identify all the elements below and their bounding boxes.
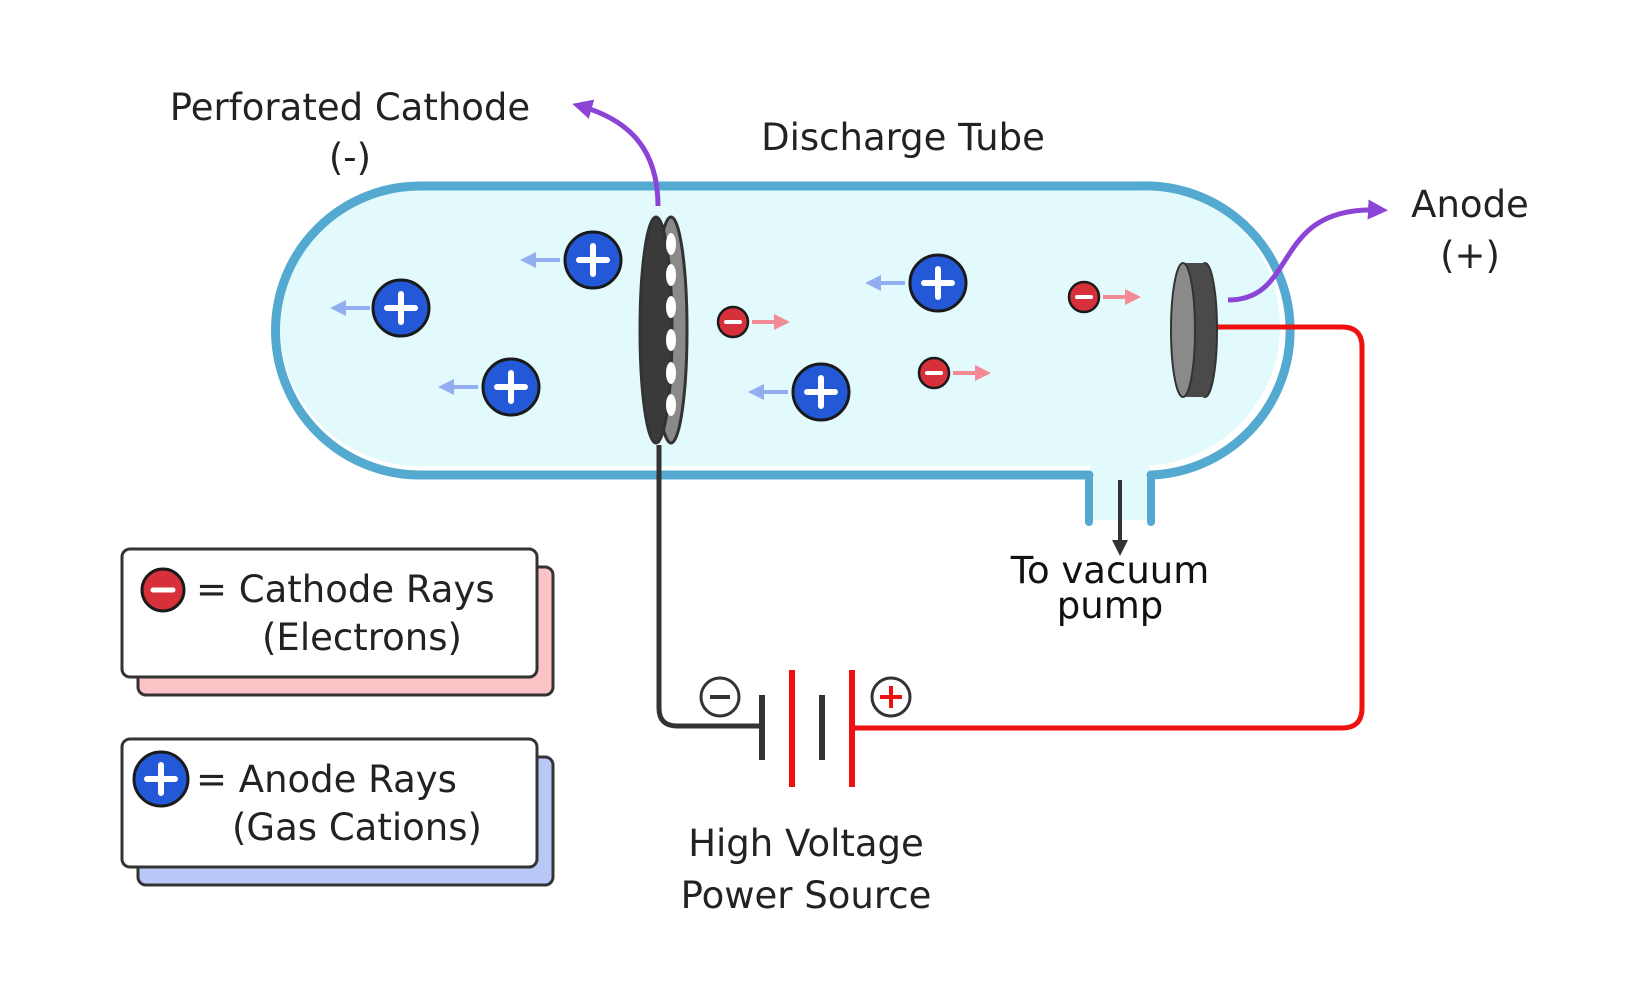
perforated-cathode-label: Perforated Cathode <box>170 86 530 129</box>
battery-positive-terminal-icon <box>870 676 912 718</box>
legend-cathode-rays-sublabel: (Electrons) <box>262 616 462 659</box>
legend-anode-rays-label: = Anode Rays <box>196 758 457 801</box>
anode-sign-label: (+) <box>1440 234 1500 277</box>
legend-cathode-rays-label: = Cathode Rays <box>196 568 495 611</box>
cation-5 <box>865 253 968 313</box>
cathode-leader-arrow <box>572 99 661 207</box>
cation-3 <box>438 357 541 417</box>
power-source-label-line1: High Voltage <box>688 822 924 865</box>
battery-symbol <box>759 670 855 787</box>
cation-4 <box>748 362 851 422</box>
negative-wire <box>656 445 765 729</box>
cation-2 <box>520 230 623 290</box>
cation-1 <box>330 278 431 338</box>
anode-leader-arrow <box>1227 199 1388 303</box>
discharge-tube <box>271 181 1295 526</box>
legend-anode-rays-sublabel: (Gas Cations) <box>232 806 482 849</box>
anode-label: Anode <box>1411 183 1529 226</box>
perforated-cathode <box>638 215 689 445</box>
battery-negative-terminal-icon <box>699 676 741 718</box>
legend-cathode-rays: = Cathode Rays (Electrons) <box>120 547 555 697</box>
cathode-sign-label: (-) <box>329 136 371 179</box>
electron-legend-icon <box>140 567 186 613</box>
positive-wire <box>855 324 1365 731</box>
legend-anode-rays: = Anode Rays (Gas Cations) <box>120 737 555 887</box>
anode-disc <box>1170 262 1218 398</box>
electron-1 <box>716 305 790 339</box>
electron-3 <box>1067 280 1141 314</box>
vacuum-pump-label-line2: pump <box>1057 584 1163 627</box>
electron-2 <box>917 356 991 390</box>
cation-legend-icon <box>132 750 190 808</box>
discharge-tube-label: Discharge Tube <box>761 116 1045 159</box>
power-source-label-line2: Power Source <box>681 874 932 917</box>
vacuum-pump-label-line1: To vacuum <box>1010 549 1210 592</box>
